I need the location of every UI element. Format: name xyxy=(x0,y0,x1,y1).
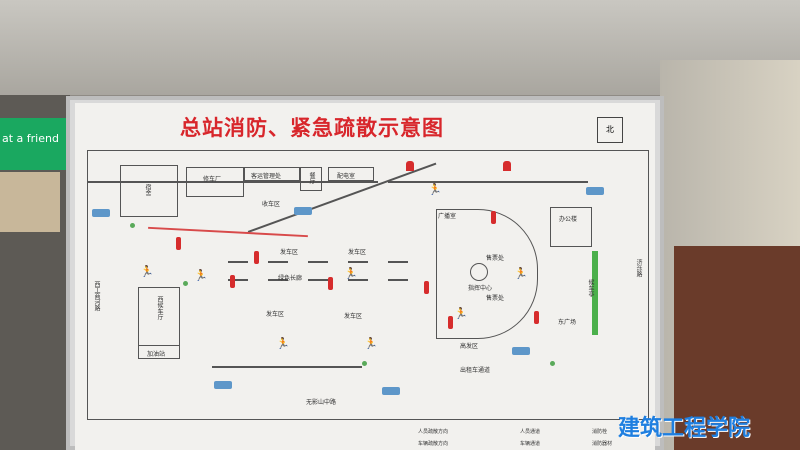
shop-sign: at a friend xyxy=(0,118,66,170)
label: 西候车厅 xyxy=(156,296,163,320)
evacuation-map: 宿舍 修车厂 客运管理处 餐厅 配电室 办公楼 指挥中心 广播室 售票处 售票处… xyxy=(87,150,649,420)
bus-icon xyxy=(382,387,400,395)
label: 餐厅 xyxy=(308,172,315,184)
bus-icon xyxy=(294,207,312,215)
running-person-icon: 🏃 xyxy=(194,269,208,282)
watermark: 建筑工程学院 xyxy=(618,416,751,441)
building-power: 配电室 xyxy=(328,167,374,181)
label: 办公楼 xyxy=(559,216,578,223)
label: 宿舍 xyxy=(144,184,151,196)
label: 发车区 xyxy=(348,249,367,256)
building-canteen: 餐厅 xyxy=(300,167,322,191)
running-person-icon: 🏃 xyxy=(276,337,290,350)
running-person-icon: 🏃 xyxy=(140,265,154,278)
label: 发车区 xyxy=(280,249,299,256)
legend-item: 消防栓 xyxy=(592,429,608,435)
hydrant-marker xyxy=(362,361,367,366)
road-line xyxy=(88,181,378,183)
label: 发车区 xyxy=(266,311,285,318)
hydrant-icon xyxy=(406,161,414,171)
hydrant-marker xyxy=(183,281,188,286)
cardboard-box xyxy=(674,246,800,450)
sign-title: 总站消防、紧急疏散示意图 xyxy=(180,116,444,140)
running-person-icon: 🏃 xyxy=(428,183,442,196)
label: 出租车通道 xyxy=(460,367,491,374)
hydrant-icon xyxy=(503,161,511,171)
extinguisher-icon xyxy=(491,211,496,224)
extinguisher-icon xyxy=(534,311,539,324)
green-belt xyxy=(592,251,598,335)
road-line xyxy=(212,366,362,368)
label: 配电室 xyxy=(337,173,356,180)
extinguisher-icon xyxy=(424,281,429,294)
bus-icon xyxy=(586,187,604,195)
extinguisher-icon xyxy=(328,277,333,290)
running-person-icon: 🏃 xyxy=(344,267,358,280)
bus-icon xyxy=(512,347,530,355)
road-label: 济泺路 xyxy=(635,259,642,277)
label: 收车区 xyxy=(262,201,281,208)
lane-divider xyxy=(228,261,428,263)
command-circle xyxy=(470,263,488,281)
building-admin: 客运管理处 xyxy=(244,167,300,181)
hydrant-marker xyxy=(130,223,135,228)
label: 加油站 xyxy=(147,351,166,358)
extinguisher-icon xyxy=(448,316,453,329)
hydrant-marker xyxy=(550,361,555,366)
vehicle-arrow xyxy=(148,226,308,237)
label: 绿色长廊 xyxy=(278,275,303,282)
legend-item: 消防器材 xyxy=(592,441,613,447)
label: 东广场 xyxy=(558,319,577,326)
extinguisher-icon xyxy=(230,275,235,288)
label: 售票处 xyxy=(486,255,505,262)
evacuation-board xyxy=(75,103,655,450)
legend-item: 车辆疏散方向 xyxy=(418,441,449,447)
running-person-icon: 🏃 xyxy=(454,307,468,320)
label: 修车厂 xyxy=(203,176,222,183)
label: 高发区 xyxy=(460,343,479,350)
legend-item: 车辆通道 xyxy=(520,441,541,447)
building-gas: 加油站 xyxy=(138,345,180,359)
legend-item: 人员通道 xyxy=(520,429,541,435)
road-line xyxy=(388,181,588,183)
extinguisher-icon xyxy=(254,251,259,264)
extinguisher-icon xyxy=(176,237,181,250)
running-person-icon: 🏃 xyxy=(514,267,528,280)
legend-item: 人员疏散方向 xyxy=(418,429,449,435)
running-person-icon: 🏃 xyxy=(364,337,378,350)
building-office: 办公楼 xyxy=(550,207,592,247)
road-label: 无影山中路 xyxy=(306,399,337,406)
label: 售票处 xyxy=(486,295,505,302)
building-dorm: 宿舍 xyxy=(120,165,178,217)
bus-icon xyxy=(214,381,232,389)
road-label: 西工商河路 xyxy=(93,281,100,311)
north-compass-icon: 北 xyxy=(597,117,623,143)
label: 候车亭 xyxy=(587,279,594,297)
label: 客运管理处 xyxy=(251,173,282,180)
label: 发车区 xyxy=(344,313,363,320)
label: 广播室 xyxy=(438,213,457,220)
label: 指挥中心 xyxy=(468,285,493,292)
shop xyxy=(0,172,60,232)
bus-icon xyxy=(92,209,110,217)
